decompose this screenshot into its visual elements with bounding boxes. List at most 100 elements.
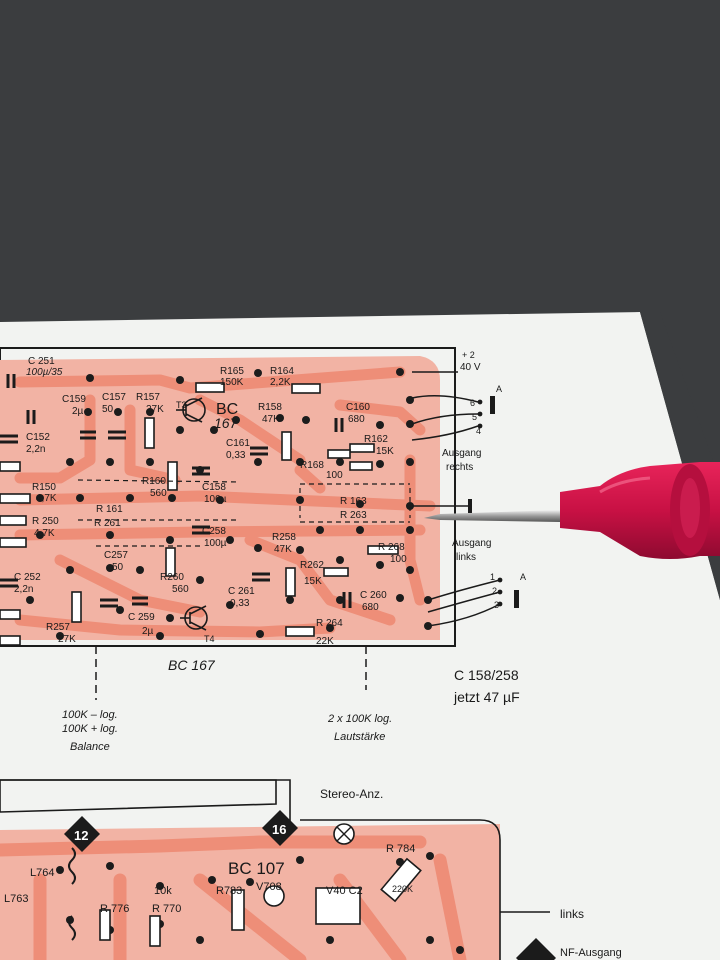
label-bc-top-num: 167 xyxy=(214,415,239,431)
label-r268: R 268 xyxy=(378,542,405,553)
badge-16: 16 xyxy=(272,822,286,837)
label-l764: L764 xyxy=(30,867,54,879)
note-pot1-line3: Balance xyxy=(70,741,110,753)
label-r776: R 776 xyxy=(100,903,129,915)
label-ausgang-links-1: Ausgang xyxy=(452,538,491,549)
label-c258: C258 xyxy=(202,526,226,537)
label-c259-value: 2µ xyxy=(142,626,154,637)
label-l763: L763 xyxy=(4,893,28,905)
lower-pcb: 12 16 Stereo-Anz. BC 107 L764 L763 R 776… xyxy=(0,779,622,960)
label-40v: 40 V xyxy=(460,362,481,373)
label-c159-value: 2µ xyxy=(72,406,84,417)
pin-a-top: A xyxy=(496,384,502,394)
label-t3: T3 xyxy=(176,400,187,410)
label-c261: C 261 xyxy=(228,586,255,597)
badge-12-shape xyxy=(64,816,100,852)
label-c152: C152 xyxy=(26,432,50,443)
label-c160: C160 xyxy=(346,402,370,413)
label-c161-value: 0,33 xyxy=(226,450,246,461)
label-r264: R 264 xyxy=(316,618,343,629)
label-r262: R262 xyxy=(300,560,324,571)
note-pot2-line1: 2 x 100K log. xyxy=(327,713,392,725)
pin-4: 4 xyxy=(476,426,481,436)
label-r168: R168 xyxy=(300,460,324,471)
label-bc107: BC 107 xyxy=(228,859,285,878)
label-r163: R 163 xyxy=(340,496,367,507)
label-10k: 10k xyxy=(154,885,172,897)
label-r164: R164 xyxy=(270,366,294,377)
label-r262-value: 15K xyxy=(304,576,322,587)
label-r250-value: 4,7K xyxy=(34,528,55,539)
test-probe xyxy=(424,462,720,559)
label-r157-value: 27K xyxy=(146,404,164,415)
label-c252-value: 2,2n xyxy=(14,584,33,595)
label-c260-value: 680 xyxy=(362,602,379,613)
label-c260: C 260 xyxy=(360,590,387,601)
pin-a-bottom: A xyxy=(520,572,526,582)
label-c158: C158 xyxy=(202,482,226,493)
label-c258-value: 100µ xyxy=(204,538,227,549)
label-nf-ausgang: NF-Ausgang xyxy=(560,947,622,959)
label-c251: C 251 xyxy=(28,356,55,367)
label-c257-value: 50 xyxy=(112,562,124,573)
label-r260-value: 560 xyxy=(172,584,189,595)
label-c159: C159 xyxy=(62,394,86,405)
label-r261: R 261 xyxy=(94,518,121,529)
label-r783: R783 xyxy=(216,885,242,897)
label-220k: 220K xyxy=(392,884,413,894)
label-c157-value: 50 xyxy=(102,404,114,415)
label-r165-value: 150K xyxy=(220,377,244,388)
label-t4: T4 xyxy=(204,634,215,644)
label-stereo-anz: Stereo-Anz. xyxy=(320,787,383,801)
label-plus: + 2 xyxy=(462,350,475,360)
label-r264-value: 22K xyxy=(316,636,334,647)
label-r268-value: 100 xyxy=(390,554,407,565)
upper-pcb: C 251 100µ/35 R165 150K R164 2,2K + 2 40… xyxy=(0,347,526,700)
label-r784: R 784 xyxy=(386,843,415,855)
label-c157: C157 xyxy=(102,392,126,403)
note-c158-258: C 158/258 xyxy=(454,667,519,683)
label-r160: R160 xyxy=(142,476,166,487)
label-links: links xyxy=(560,907,584,921)
label-ausgang-rechts-1: Ausgang xyxy=(442,448,481,459)
label-r258-value: 47K xyxy=(274,544,292,555)
label-r165: R165 xyxy=(220,366,244,377)
note-jetzt-47uf: jetzt 47 µF xyxy=(453,689,520,705)
label-r157: R157 xyxy=(136,392,160,403)
pin-1: 1 xyxy=(490,572,495,582)
label-c158-value: 100µ xyxy=(204,494,227,505)
label-c259: C 259 xyxy=(128,612,155,623)
label-c160-value: 680 xyxy=(348,414,365,425)
label-r158: R158 xyxy=(258,402,282,413)
label-r770: R 770 xyxy=(152,903,181,915)
label-r258: R258 xyxy=(272,532,296,543)
label-ausgang-links-2: links xyxy=(456,552,476,563)
label-v708: V708 xyxy=(256,881,282,893)
label-bc-top: BC xyxy=(216,401,238,418)
label-r250: R 250 xyxy=(32,516,59,527)
label-r158-value: 47K xyxy=(262,414,280,425)
label-r161: R 161 xyxy=(96,504,123,515)
note-pot1-line2: 100K + log. xyxy=(62,723,118,735)
label-r164-value: 2,2K xyxy=(270,377,291,388)
label-v40c2: V40 C2 xyxy=(326,885,363,897)
label-c257: C257 xyxy=(104,550,128,561)
pin-5: 5 xyxy=(472,412,477,422)
label-ausgang-rechts-2: rechts xyxy=(446,462,473,473)
label-r162-value: 15K xyxy=(376,446,394,457)
label-r160-value: 560 xyxy=(150,488,167,499)
label-r168-value: 100 xyxy=(326,470,343,481)
label-r162: R162 xyxy=(364,434,388,445)
label-bc-bottom: BC 167 xyxy=(168,657,216,673)
label-c251-value: 100µ/35 xyxy=(26,367,63,378)
label-r260: R260 xyxy=(160,572,184,583)
badge-12: 12 xyxy=(74,828,88,843)
label-r150: R150 xyxy=(32,482,56,493)
label-r257: R257 xyxy=(46,622,70,633)
pin-6: 6 xyxy=(470,398,475,408)
pin-2: 2 xyxy=(492,586,497,596)
note-pot2-line2: Lautstärke xyxy=(334,731,385,743)
label-r257-value: 27K xyxy=(58,634,76,645)
label-c152-value: 2,2n xyxy=(26,444,45,455)
